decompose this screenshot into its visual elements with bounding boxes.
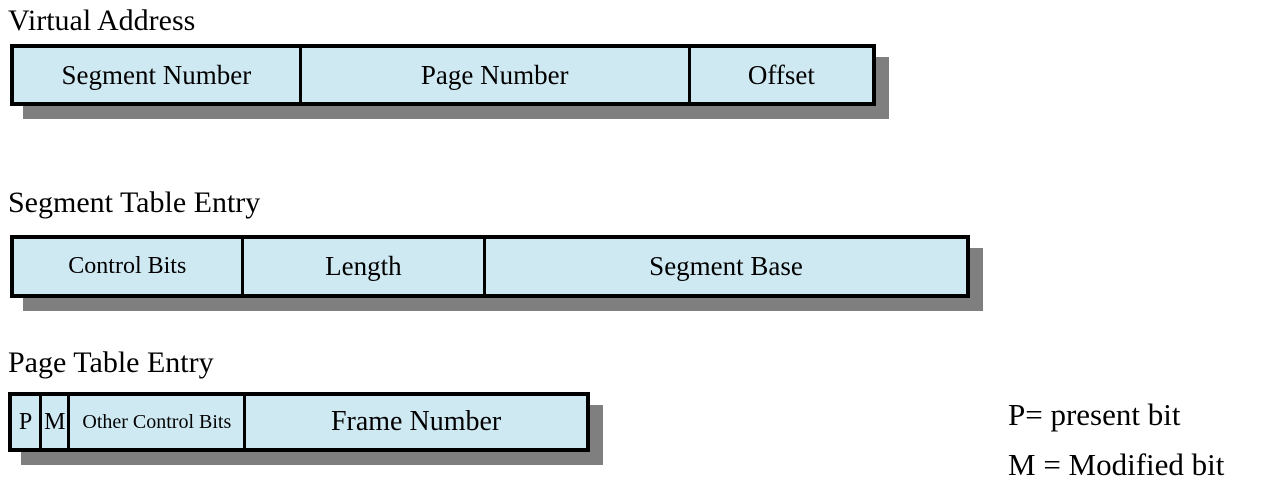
segment-table-entry-box: Control Bits Length Segment Base <box>10 235 970 298</box>
field-control-bits-label: Control Bits <box>68 253 187 279</box>
field-length-label: Length <box>325 251 402 281</box>
field-page-number-label: Page Number <box>420 59 569 90</box>
segment-table-entry-label: Segment Table Entry <box>8 186 261 219</box>
field-other-control-bits-label: Other Control Bits <box>82 410 232 433</box>
field-frame-number-label: Frame Number <box>330 406 502 437</box>
field-length: Length <box>244 239 487 294</box>
legend-present-bit: P= present bit <box>1008 397 1181 432</box>
field-present-bit: P <box>12 396 43 448</box>
virtual-address-label: Virtual Address <box>8 4 196 37</box>
field-modified-bit: M <box>42 396 71 448</box>
virtual-address-box: Segment Number Page Number Offset <box>10 44 876 106</box>
page-table-entry-box: P M Other Control Bits Frame Number <box>8 392 590 452</box>
field-modified-bit-label: M <box>44 408 66 435</box>
bit-legend: P= present bit M = Modified bit <box>1008 390 1224 490</box>
field-frame-number: Frame Number <box>246 396 586 448</box>
field-segment-number: Segment Number <box>14 48 302 102</box>
page-table-entry-label: Page Table Entry <box>8 346 214 379</box>
field-segment-number-label: Segment Number <box>61 59 252 90</box>
field-control-bits: Control Bits <box>14 239 244 294</box>
field-offset: Offset <box>691 48 872 102</box>
field-segment-base: Segment Base <box>486 239 966 294</box>
field-page-number: Page Number <box>302 48 691 102</box>
field-segment-base-label: Segment Base <box>649 251 803 281</box>
legend-modified-bit: M = Modified bit <box>1008 447 1225 482</box>
field-offset-label: Offset <box>747 59 815 90</box>
field-other-control-bits: Other Control Bits <box>70 396 247 448</box>
field-present-bit-label: P <box>18 408 33 435</box>
